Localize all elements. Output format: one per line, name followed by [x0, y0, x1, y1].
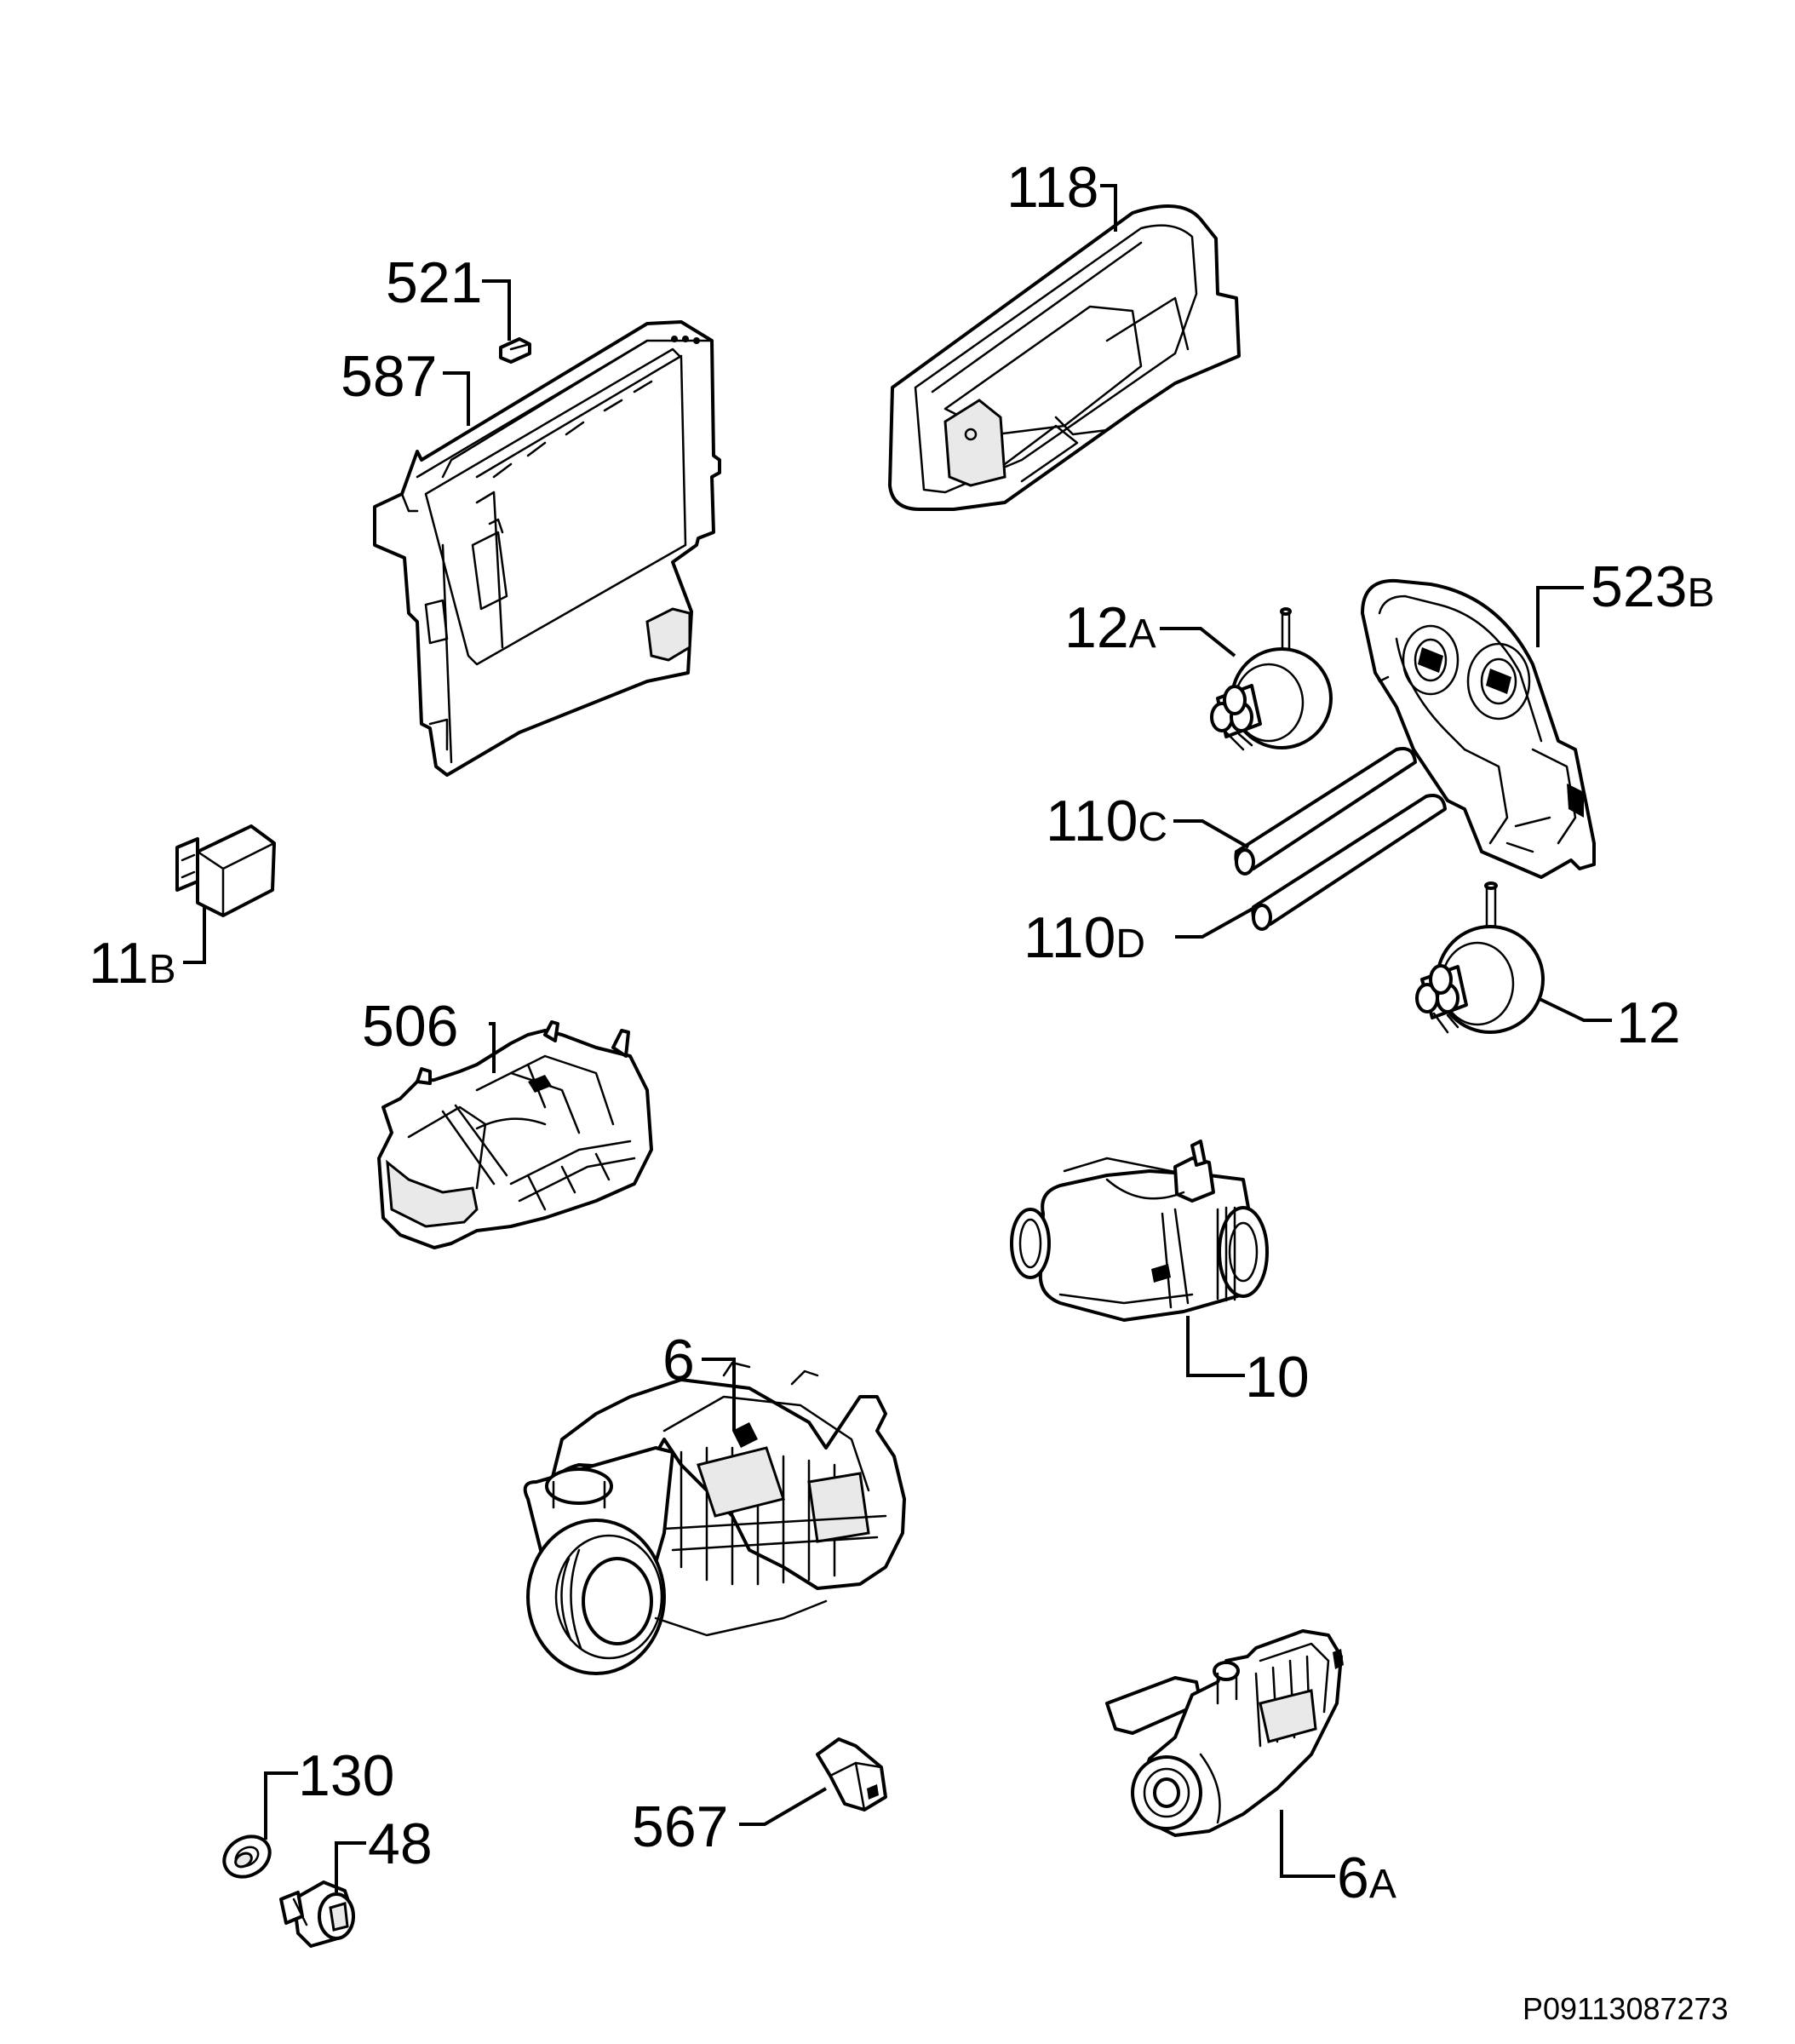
leader-110d	[1175, 903, 1261, 939]
leader-6a	[1280, 1810, 1335, 1878]
part-10-heater[interactable]	[1010, 1140, 1269, 1322]
part-12-pressure-switch[interactable]	[1415, 881, 1545, 1034]
callout-6a: 6A	[1337, 1846, 1396, 1910]
part-6-circulation-pump[interactable]	[523, 1361, 906, 1675]
leader-130	[264, 1771, 298, 1840]
leader-11b	[183, 907, 206, 964]
drawing-code: P09113087273	[1523, 1991, 1729, 2026]
callout-506: 506	[362, 994, 458, 1059]
leader-587	[443, 371, 470, 426]
leader-521	[482, 279, 511, 341]
part-567-connector[interactable]	[816, 1737, 887, 1811]
leader-118	[1100, 184, 1117, 232]
part-110c-hose[interactable]	[1234, 747, 1417, 876]
part-506-dispenser[interactable]	[377, 1020, 653, 1249]
leader-48	[335, 1841, 366, 1892]
callout-12: 12	[1616, 990, 1681, 1055]
callout-12a: 12A	[1064, 595, 1156, 660]
callout-118: 118	[1006, 155, 1098, 220]
part-118-panel[interactable]	[888, 204, 1241, 511]
part-12a-pressure-switch[interactable]	[1210, 607, 1333, 751]
leader-6	[702, 1358, 736, 1431]
part-6a-drain-pump[interactable]	[1105, 1629, 1344, 1837]
callout-labels: 118 521 587 523B 12A 110C 110D 11B 12 50…	[89, 155, 1714, 1910]
part-521-clip[interactable]	[499, 337, 531, 364]
callout-587: 587	[341, 344, 437, 409]
callout-567: 567	[632, 1794, 728, 1859]
callout-11b: 11B	[89, 931, 176, 996]
part-11b-relay[interactable]	[175, 824, 276, 917]
leader-110c	[1173, 819, 1249, 849]
leader-10	[1186, 1316, 1245, 1377]
callout-110c: 110C	[1046, 789, 1167, 853]
callout-130: 130	[298, 1743, 394, 1808]
callout-6: 6	[662, 1328, 695, 1392]
part-130-seal[interactable]	[217, 1829, 277, 1885]
leader-12	[1537, 996, 1612, 1022]
part-523b-manifold[interactable]	[1361, 578, 1596, 879]
leader-506	[489, 1022, 496, 1073]
callout-523b: 523B	[1591, 554, 1714, 619]
leader-523b	[1536, 586, 1584, 647]
callout-521: 521	[386, 250, 482, 315]
callout-110d: 110D	[1024, 905, 1145, 970]
leader-567	[739, 1787, 828, 1826]
part-587-control-module[interactable]	[373, 320, 721, 777]
leader-12a	[1160, 627, 1236, 657]
part-48-plug[interactable]	[279, 1880, 355, 1948]
part-110d-hose[interactable]	[1251, 794, 1447, 931]
callout-48: 48	[368, 1811, 433, 1876]
callout-10: 10	[1245, 1345, 1310, 1410]
callout-leaders	[183, 184, 1612, 1892]
